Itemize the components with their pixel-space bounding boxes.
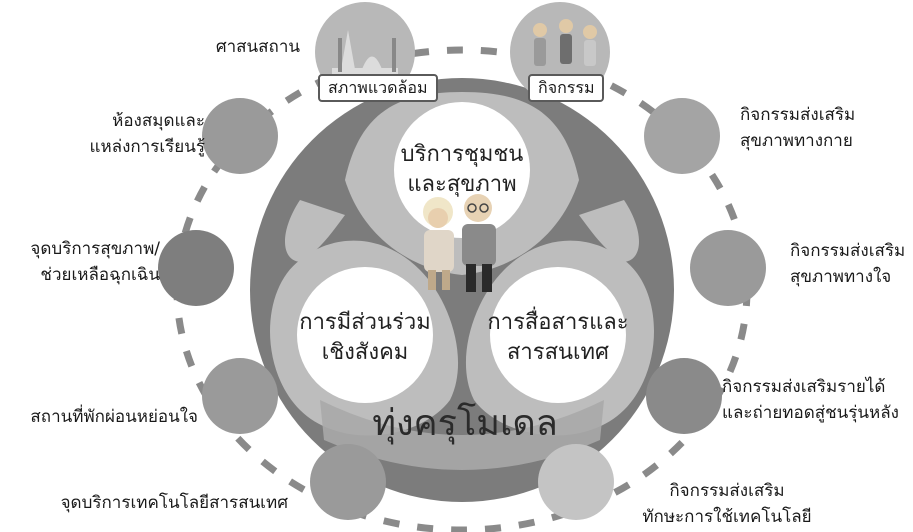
satellite-left-3 <box>202 358 278 434</box>
right-disk <box>490 267 626 403</box>
right-petal-line-2: สารสนเทศ <box>506 340 610 365</box>
label-it-service-point: จุดบริการเทคโนโลยีสารสนเทศ <box>60 493 288 513</box>
label-library-line-2: แหล่งการเรียนรู้ <box>89 137 205 157</box>
left-petal-line-1: การมีส่วนร่วม <box>299 310 431 335</box>
label-health-point-line-2: ช่วยเหลือฉุกเฉิน <box>40 265 160 285</box>
elderly-couple-illustration <box>423 194 496 292</box>
label-income: กิจกรรมส่งเสริมรายได้ และถ่ายทอดสู่ชนรุ่… <box>722 374 899 426</box>
label-library-line-1: ห้องสมุดและ <box>112 111 205 131</box>
environment-tag: สภาพแวดล้อม <box>318 74 438 102</box>
people-activity-illustration <box>533 19 597 66</box>
activities-tag: กิจกรรม <box>528 74 605 102</box>
label-recreation-place: สถานที่พักผ่อนหย่อนใจ <box>30 407 198 427</box>
right-petal-line-1: การสื่อสารและ <box>487 310 629 335</box>
satellite-right-4 <box>538 444 614 520</box>
label-library: ห้องสมุดและ แหล่งการเรียนรู้ <box>89 108 205 160</box>
label-mental-health: กิจกรรมส่งเสริม สุขภาพทางใจ <box>790 238 905 290</box>
label-religious-place: ศาสนสถาน <box>215 37 300 57</box>
top-petal-text: บริการชุมชน และสุขภาพ <box>392 140 532 200</box>
left-petal-line-2: เชิงสังคม <box>321 340 409 365</box>
label-physical-health: กิจกรรมส่งเสริม สุขภาพทางกาย <box>740 102 855 154</box>
satellite-right-2 <box>690 230 766 306</box>
label-physical-health-line-1: กิจกรรมส่งเสริม <box>740 105 856 125</box>
satellite-right-1 <box>644 98 720 174</box>
label-tech-skills-line-1: กิจกรรมส่งเสริม <box>669 481 785 501</box>
label-mental-health-line-2: สุขภาพทางใจ <box>790 267 892 287</box>
label-income-line-2: และถ่ายทอดสู่ชนรุ่นหลัง <box>722 403 899 423</box>
petal-left-tail <box>285 200 345 262</box>
satellite-left-2 <box>158 230 234 306</box>
label-physical-health-line-2: สุขภาพทางกาย <box>740 131 853 151</box>
label-tech-skills-line-2: ทักษะการใช้เทคโนโลยี <box>642 507 812 527</box>
petal-right-tail <box>579 200 639 262</box>
label-health-point-line-1: จุดบริการสุขภาพ/ <box>30 239 160 259</box>
right-petal-text: การสื่อสารและ สารสนเทศ <box>484 308 632 368</box>
left-disk <box>297 267 433 403</box>
left-petal-text: การมีส่วนร่วม เชิงสังคม <box>292 308 438 368</box>
top-petal-line-1: บริการชุมชน <box>400 142 524 167</box>
top-petal-line-2: และสุขภาพ <box>407 172 517 197</box>
satellite-left-4 <box>310 444 386 520</box>
title-band <box>320 400 604 470</box>
satellite-left-1 <box>202 98 278 174</box>
label-health-point: จุดบริการสุขภาพ/ ช่วยเหลือฉุกเฉิน <box>30 236 160 288</box>
satellite-right-3 <box>646 358 722 434</box>
temple-mosque-illustration <box>332 30 398 78</box>
model-title: ทุ่งครุโมเดล <box>372 403 558 444</box>
label-tech-skills: กิจกรรมส่งเสริม ทักษะการใช้เทคโนโลยี <box>624 478 830 530</box>
label-income-line-1: กิจกรรมส่งเสริมรายได้ <box>722 377 886 397</box>
label-mental-health-line-1: กิจกรรมส่งเสริม <box>790 241 906 261</box>
